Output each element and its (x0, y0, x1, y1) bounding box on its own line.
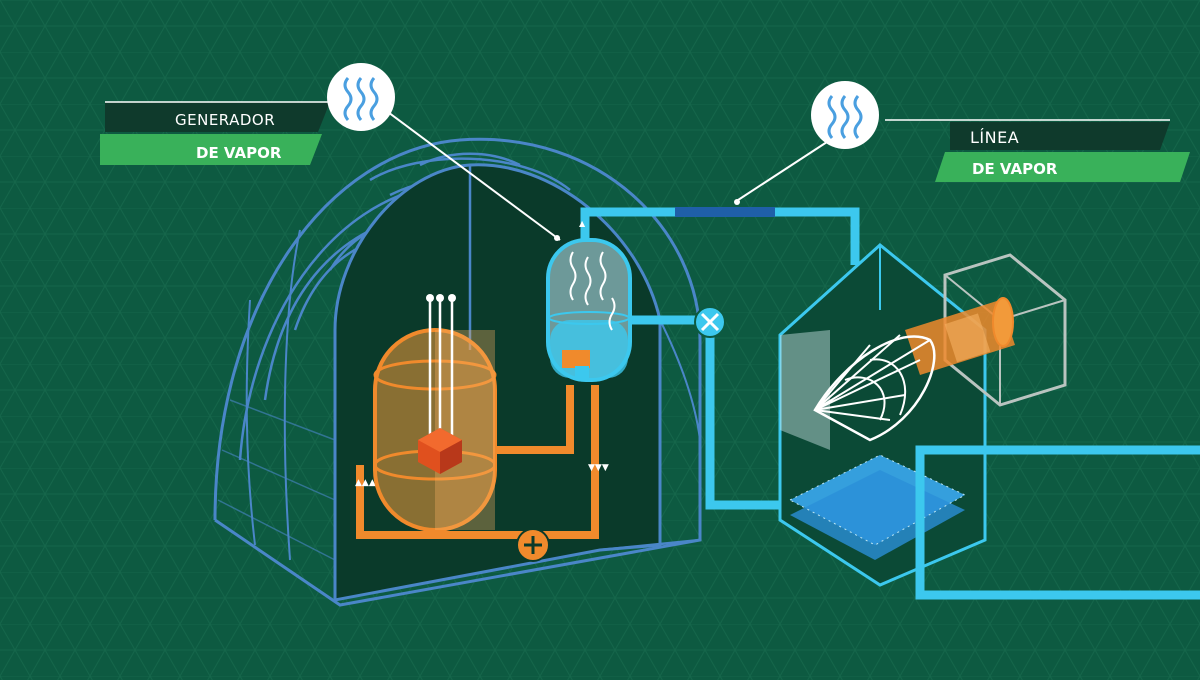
steam-waves-icon (327, 63, 395, 131)
pump-icon (700, 312, 720, 332)
label-steam-generator: GENERADOR DE VAPOR (100, 63, 561, 241)
label-steam-generator-line1: GENERADOR (175, 111, 275, 129)
svg-text:▼▼▼: ▼▼▼ (588, 463, 609, 473)
secondary-loop: ▲ (579, 207, 860, 510)
turbine-shaft (905, 297, 1015, 375)
steam-waves-icon (811, 81, 879, 149)
steam-generator (546, 238, 632, 382)
secondary-pump (694, 306, 726, 338)
reactor-vessel (373, 294, 497, 532)
label-steam-line-line1: LÍNEA (970, 128, 1019, 147)
cooling-water-loop (915, 445, 1200, 600)
svg-text:▲▲▲: ▲▲▲ (355, 478, 376, 488)
label-steam-line-line2: DE VAPOR (972, 160, 1058, 178)
turbine-blades (813, 334, 936, 442)
steam-line-segment (675, 207, 775, 217)
label-steam-line: LÍNEA DE VAPOR (734, 81, 1190, 205)
svg-text:▲: ▲ (579, 219, 586, 228)
reactor-core (418, 428, 462, 474)
label-steam-generator-line2: DE VAPOR (196, 144, 282, 162)
primary-pump (516, 528, 550, 562)
primary-loop: ▲▲▲ ▼▼▼ (355, 385, 609, 539)
pump-icon (524, 536, 542, 554)
